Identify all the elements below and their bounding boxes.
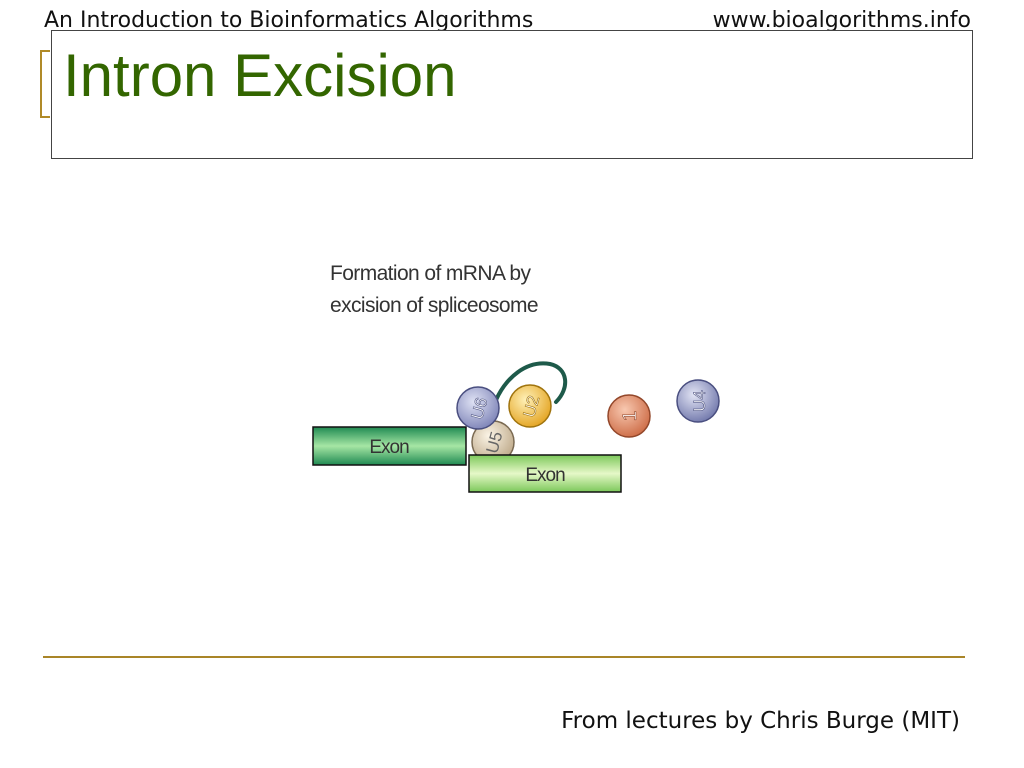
u5-label: U5 xyxy=(482,429,506,455)
slide-title: Intron Excision xyxy=(63,42,457,109)
exon-right-label: Exon xyxy=(525,465,565,486)
u2-snrnp: U2 xyxy=(508,384,552,428)
exon-left-label: Exon xyxy=(369,437,409,458)
u6-label: U6 xyxy=(467,395,491,421)
u2-label: U2 xyxy=(519,393,543,419)
exon-right: Exon xyxy=(468,454,622,493)
header-course-title: An Introduction to Bioinformatics Algori… xyxy=(44,8,534,33)
u1-label: 1 xyxy=(620,411,641,422)
title-box: Intron Excision xyxy=(51,30,973,159)
u6-snrnp: U6 xyxy=(456,386,500,430)
exon-left: Exon xyxy=(312,426,467,466)
footer-rule xyxy=(43,656,965,658)
intron-lariat-loop xyxy=(494,361,567,404)
spliceosome-diagram: U5 Exon Exon U6 U2 1 U4 xyxy=(312,361,720,493)
u4-label: U4 xyxy=(690,390,709,412)
u4-snrnp: U4 xyxy=(676,379,720,423)
diagram-caption-line-2: excision of spliceosome xyxy=(330,294,539,317)
u1-snrnp: 1 xyxy=(607,394,651,438)
header-website: www.bioalgorithms.info xyxy=(712,8,971,33)
diagram-caption: Formation of mRNA by excision of spliceo… xyxy=(330,258,539,322)
title-accent-bracket xyxy=(40,50,50,118)
footer-credit: From lectures by Chris Burge (MIT) xyxy=(561,708,960,734)
diagram-caption-line-1: Formation of mRNA by xyxy=(330,262,531,285)
